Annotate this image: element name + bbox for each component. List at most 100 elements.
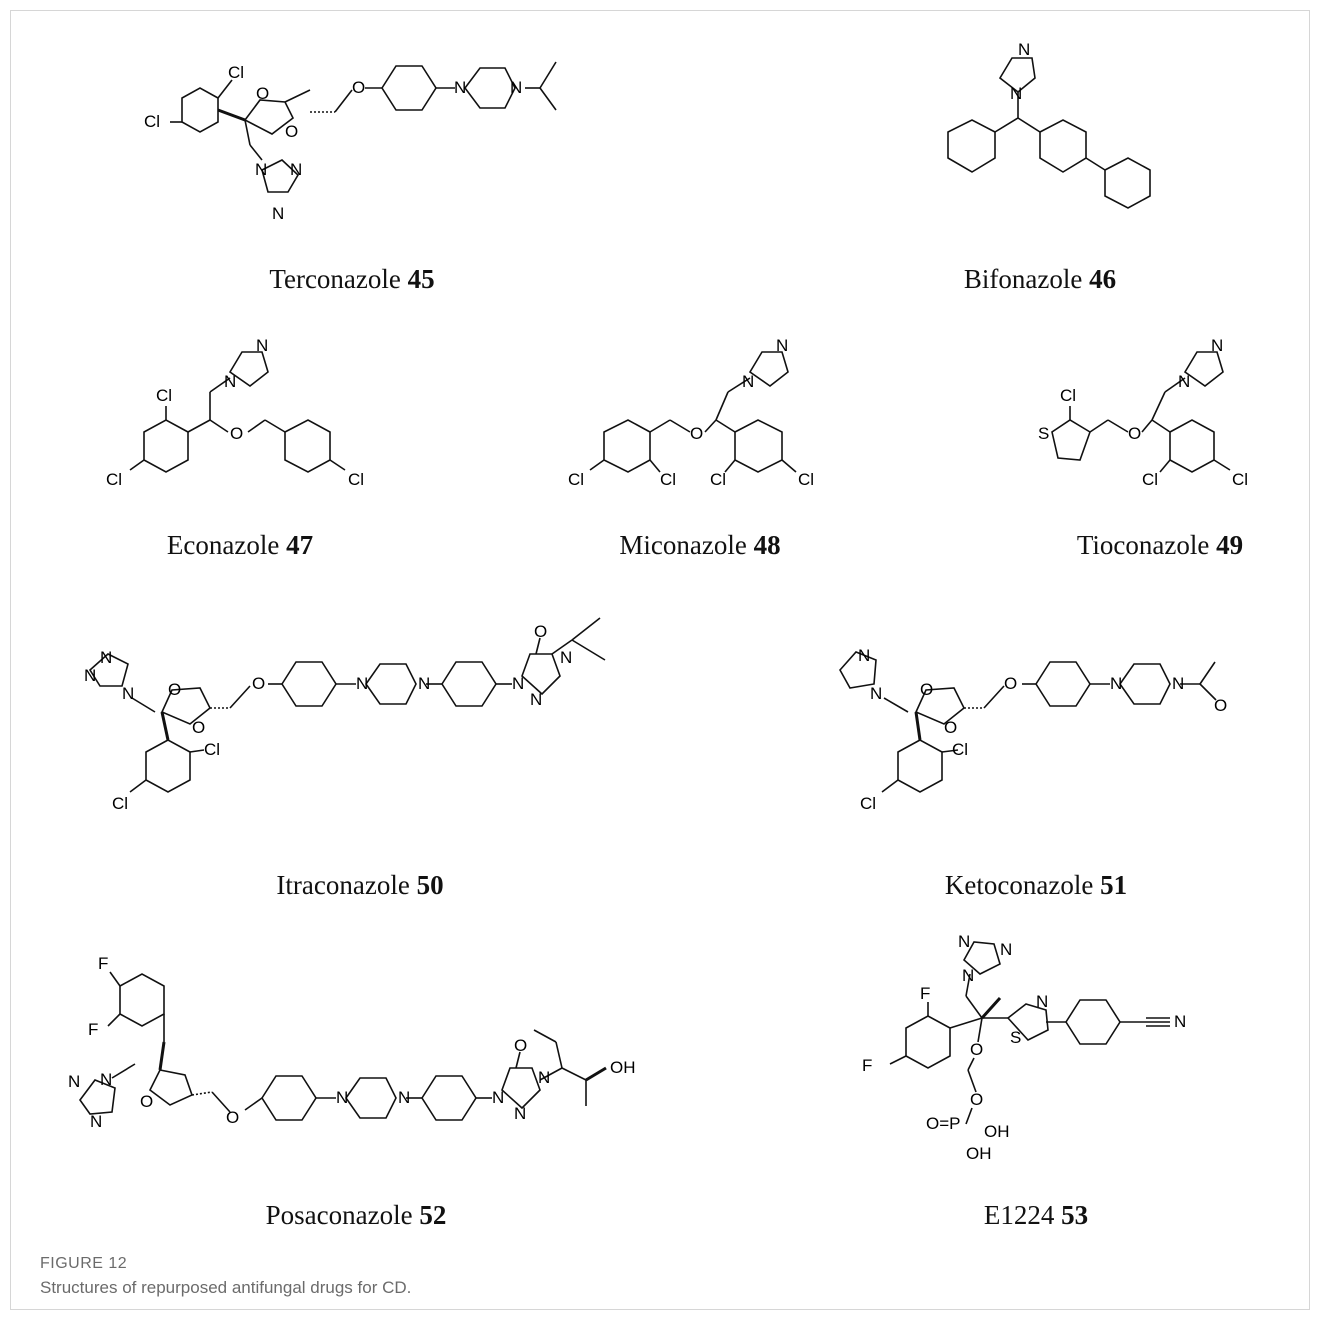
atom-label: O	[920, 680, 934, 699]
atom-label: N	[530, 690, 543, 709]
atom-label: F	[920, 984, 931, 1003]
atom-label: F	[862, 1056, 873, 1075]
atom-label: O=P	[926, 1114, 961, 1133]
atom-label: OH	[966, 1144, 992, 1163]
atom-label: S	[1010, 1028, 1022, 1047]
structure-ketoconazole: N N O O O N N O Cl Cl Ketoconazole 51	[820, 590, 1300, 910]
atom-label: N	[418, 674, 431, 693]
compound-name-posaconazole: Posaconazole 52	[265, 1200, 447, 1230]
atom-label: N	[100, 648, 113, 667]
atom-label: N	[290, 160, 303, 179]
atom-label: Cl	[660, 470, 677, 489]
figure-label: FIGURE 12	[40, 1255, 128, 1272]
compound-name-e1224: E1224 53	[983, 1200, 1089, 1230]
atom-label: Cl	[568, 470, 585, 489]
atom-label: N	[1010, 84, 1023, 103]
atom-label: N	[272, 204, 285, 223]
atom-label: N	[100, 1070, 113, 1089]
atom-label: O	[970, 1090, 984, 1109]
compound-name-bifonazole: Bifonazole 46	[963, 264, 1117, 294]
atom-label: N	[90, 1112, 103, 1131]
structure-bifonazole: N N Bifonazole 46	[860, 0, 1310, 300]
figure-frame	[10, 10, 1310, 1310]
atom-label: N	[870, 684, 883, 703]
structure-e1224: N N N F F N S N O O O=P OH OH E1224 53	[840, 930, 1310, 1240]
atom-label: Cl	[204, 740, 221, 759]
compound-name-itraconazole: Itraconazole 50	[276, 870, 444, 900]
atom-label: F	[88, 1020, 99, 1039]
atom-label: N	[958, 932, 971, 951]
atom-label: O	[514, 1036, 528, 1055]
atom-label: Cl	[156, 386, 173, 405]
atom-label: N	[1000, 940, 1013, 959]
atom-label: N	[1178, 372, 1191, 391]
structure-miconazole: N N O Cl Cl Cl Cl Miconazole 48	[520, 320, 880, 570]
atom-label: N	[962, 966, 975, 985]
atom-label: S	[1038, 424, 1050, 443]
atom-label: N	[224, 372, 237, 391]
atom-label: O	[140, 1092, 154, 1111]
atom-label: O	[1004, 674, 1018, 693]
atom-label: Cl	[112, 794, 129, 813]
atom-label: N	[512, 674, 525, 693]
atom-label: Cl	[1232, 470, 1249, 489]
structure-itraconazole: N N N O O O N N N N N O Cl Cl Itraconazo…	[60, 590, 680, 910]
compound-name-terconazole: Terconazole 45	[269, 264, 435, 294]
atom-label: Cl	[144, 112, 161, 131]
atom-label: N	[256, 336, 269, 355]
atom-label: Cl	[952, 740, 969, 759]
atom-label: Cl	[860, 794, 877, 813]
atom-label: O	[352, 78, 366, 97]
atom-label: O	[534, 622, 548, 641]
atom-label: O	[230, 424, 244, 443]
atom-label: N	[1110, 674, 1123, 693]
atom-label: Cl	[106, 470, 123, 489]
structure-tioconazole: N N Cl S O Cl Cl Tioconazole 49	[980, 320, 1310, 570]
atom-label: Cl	[1060, 386, 1077, 405]
structure-terconazole: Cl Cl O O O N N N N N Terconazole 45	[0, 0, 660, 300]
atom-label: O	[944, 718, 958, 737]
atom-label: N	[776, 336, 789, 355]
atom-label: N	[68, 1072, 81, 1091]
atom-label: N	[454, 78, 467, 97]
atom-label: N	[122, 684, 135, 703]
atom-label: N	[1174, 1012, 1187, 1031]
atom-label: O	[252, 674, 266, 693]
atom-label: O	[970, 1040, 984, 1059]
structure-econazole: N N Cl O Cl Cl Econazole 47	[60, 320, 460, 570]
atom-label: O	[168, 680, 182, 699]
atom-label: N	[255, 160, 268, 179]
compound-name-econazole: Econazole 47	[166, 530, 314, 560]
atom-label: OH	[984, 1122, 1010, 1141]
atom-label: Cl	[348, 470, 365, 489]
figure-caption: Structures of repurposed antifungal drug…	[40, 1278, 412, 1297]
atom-label: N	[560, 648, 573, 667]
compound-name-tioconazole: Tioconazole 49	[1076, 530, 1244, 560]
atom-label: N	[398, 1088, 411, 1107]
atom-label: N	[1018, 40, 1031, 59]
atom-label: O	[285, 122, 299, 141]
compound-name-ketoconazole: Ketoconazole 51	[944, 870, 1128, 900]
atom-label: N	[1036, 992, 1049, 1011]
atom-label: N	[1211, 336, 1224, 355]
atom-label: N	[492, 1088, 505, 1107]
atom-label: N	[538, 1068, 551, 1087]
atom-label: Cl	[798, 470, 815, 489]
atom-label: O	[1128, 424, 1142, 443]
atom-label: O	[226, 1108, 240, 1127]
atom-label: O	[256, 84, 270, 103]
atom-label: N	[514, 1104, 527, 1123]
atom-label: O	[192, 718, 206, 737]
atom-label: OH	[610, 1058, 636, 1077]
atom-label: O	[1214, 696, 1228, 715]
atom-label: N	[336, 1088, 349, 1107]
atom-label: N	[858, 646, 871, 665]
atom-label: N	[356, 674, 369, 693]
compound-name-miconazole: Miconazole 48	[619, 530, 781, 560]
atom-label: N	[510, 78, 523, 97]
atom-label: N	[1172, 674, 1185, 693]
atom-label: O	[690, 424, 704, 443]
atom-label: Cl	[228, 63, 245, 82]
atom-label: Cl	[710, 470, 727, 489]
atom-label: N	[84, 666, 97, 685]
